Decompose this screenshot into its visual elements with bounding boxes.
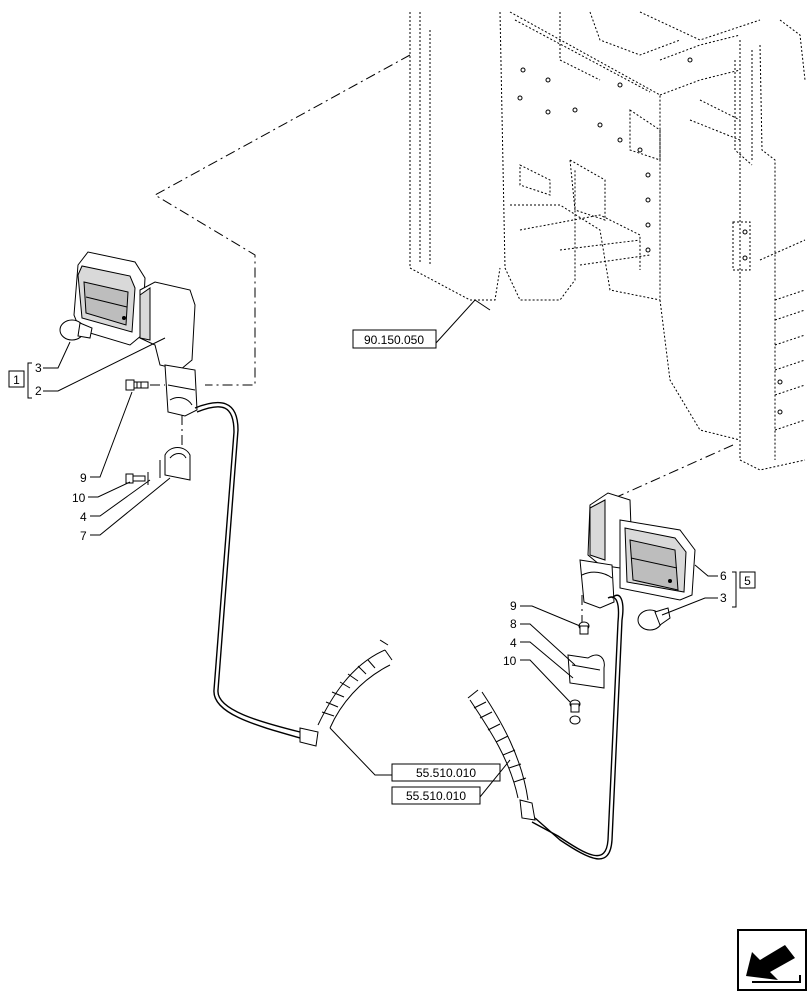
callout-7-left[interactable]: 7 — [80, 529, 87, 543]
left-bulb[interactable] — [59, 319, 93, 341]
cab-reference-label[interactable]: 90.150.050 — [352, 329, 437, 349]
callout-3-right[interactable]: 3 — [720, 591, 727, 605]
harness-ref-1[interactable]: 55.510.010 — [391, 763, 501, 782]
cab-frame — [409, 11, 806, 471]
callout-4-right[interactable]: 4 — [510, 636, 517, 650]
svg-text:55.510.010: 55.510.010 — [416, 766, 476, 780]
group-1-label[interactable]: 1 — [13, 373, 20, 387]
svg-text:90.150.050: 90.150.050 — [364, 333, 424, 347]
callout-9-right[interactable]: 9 — [510, 599, 517, 613]
callout-9-left[interactable]: 9 — [80, 471, 87, 485]
left-screw-10[interactable] — [125, 472, 149, 485]
left-work-lamp[interactable] — [73, 251, 198, 481]
svg-text:55.510.010: 55.510.010 — [406, 789, 466, 803]
callout-8-right[interactable]: 8 — [510, 617, 517, 631]
rivets — [517, 57, 783, 415]
callout-6-right[interactable]: 6 — [720, 569, 727, 583]
group-5-label[interactable]: 5 — [744, 574, 751, 588]
back-arrow-icon[interactable] — [737, 929, 807, 991]
callout-10-left[interactable]: 10 — [72, 491, 86, 505]
right-callouts: 6 3 5 9 8 4 10 — [503, 564, 756, 703]
right-nut-10[interactable] — [569, 699, 581, 725]
right-screw-9[interactable] — [578, 621, 590, 635]
left-screw-9[interactable] — [125, 379, 149, 391]
callout-2-left[interactable]: 2 — [35, 384, 42, 398]
right-bulb[interactable] — [637, 607, 671, 631]
left-callouts: 1 3 2 9 10 4 7 — [8, 337, 171, 543]
harness-reference-labels: 55.510.010 55.510.010 — [329, 727, 511, 805]
callout-4-left[interactable]: 4 — [80, 510, 87, 524]
right-harness-cable[interactable] — [467, 594, 624, 860]
harness-ref-2[interactable]: 55.510.010 — [391, 786, 481, 805]
right-work-lamp[interactable] — [567, 492, 696, 689]
callout-10-right[interactable]: 10 — [503, 654, 517, 668]
callout-3-left[interactable]: 3 — [35, 361, 42, 375]
left-harness-cable[interactable] — [194, 401, 393, 747]
